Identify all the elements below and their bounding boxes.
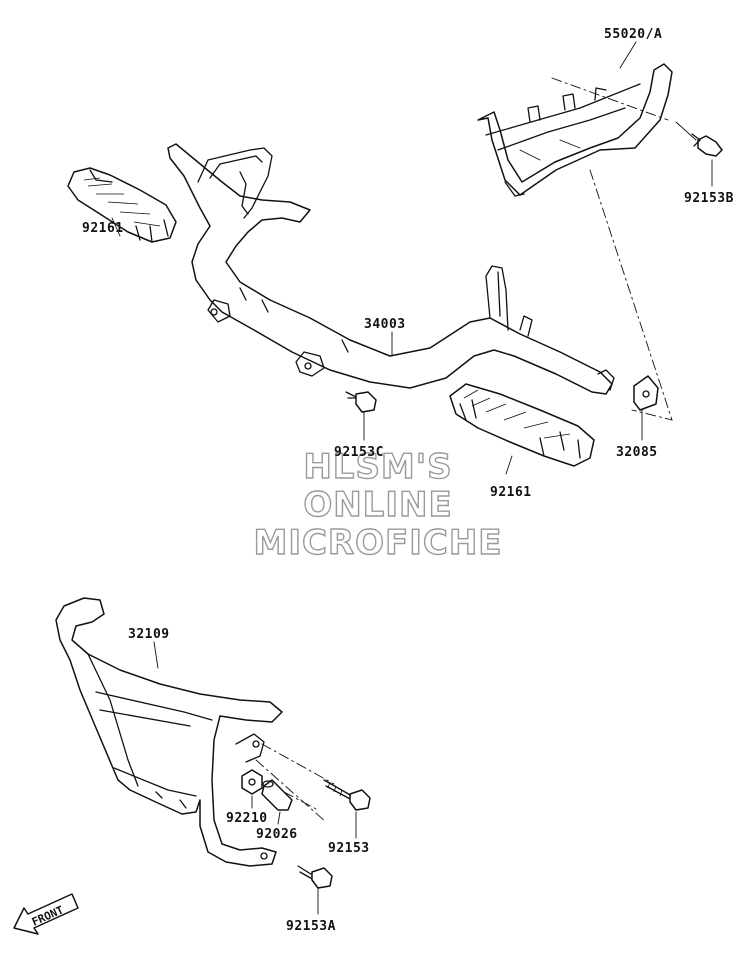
leader-55020a xyxy=(619,41,637,69)
bolt-92153a[interactable] xyxy=(297,865,333,889)
label-92153[interactable]: 92153 xyxy=(328,841,370,856)
frame-34003[interactable] xyxy=(167,143,615,395)
rear-guard-55020a[interactable] xyxy=(477,63,673,197)
front-arrow-icon: FRONT xyxy=(13,893,79,935)
foot-cover-92161-bottom[interactable] xyxy=(449,383,595,467)
label-92026[interactable]: 92026 xyxy=(256,827,298,842)
foot-cover-92161-top[interactable] xyxy=(67,167,177,243)
leader-92161-top xyxy=(111,217,121,237)
label-34003[interactable]: 34003 xyxy=(364,317,406,332)
front-guard-32109[interactable] xyxy=(55,597,283,867)
guide-lines-rear xyxy=(551,77,673,421)
watermark-line-3: MICROFICHE xyxy=(253,523,502,563)
bolt-92153b[interactable] xyxy=(675,121,723,157)
label-92210[interactable]: 92210 xyxy=(226,811,268,826)
collar-92026[interactable] xyxy=(261,779,293,811)
watermark: HLSM'S ONLINE MICROFICHE xyxy=(253,446,502,563)
label-92153c[interactable]: 92153C xyxy=(334,445,384,460)
label-32085[interactable]: 32085 xyxy=(616,445,658,460)
bolt-92153c[interactable] xyxy=(345,391,377,413)
label-92153b[interactable]: 92153B xyxy=(684,191,734,206)
leader-32109 xyxy=(153,641,159,669)
leader-92161-bottom xyxy=(505,455,513,475)
nut-92210[interactable] xyxy=(241,769,263,795)
bracket-32085[interactable] xyxy=(633,375,659,411)
label-92161-top[interactable]: 92161 xyxy=(82,221,124,236)
label-55020a[interactable]: 55020/A xyxy=(604,27,662,42)
bolt-92153[interactable] xyxy=(323,779,371,811)
label-92161-bottom[interactable]: 92161 xyxy=(490,485,532,500)
label-32109[interactable]: 32109 xyxy=(128,627,170,642)
guide-lines-front xyxy=(255,743,335,823)
label-92153a[interactable]: 92153A xyxy=(286,919,336,934)
leader-92026 xyxy=(277,811,281,825)
watermark-line-2: ONLINE xyxy=(303,485,452,525)
watermark-line-1: HLSM'S xyxy=(303,447,452,487)
